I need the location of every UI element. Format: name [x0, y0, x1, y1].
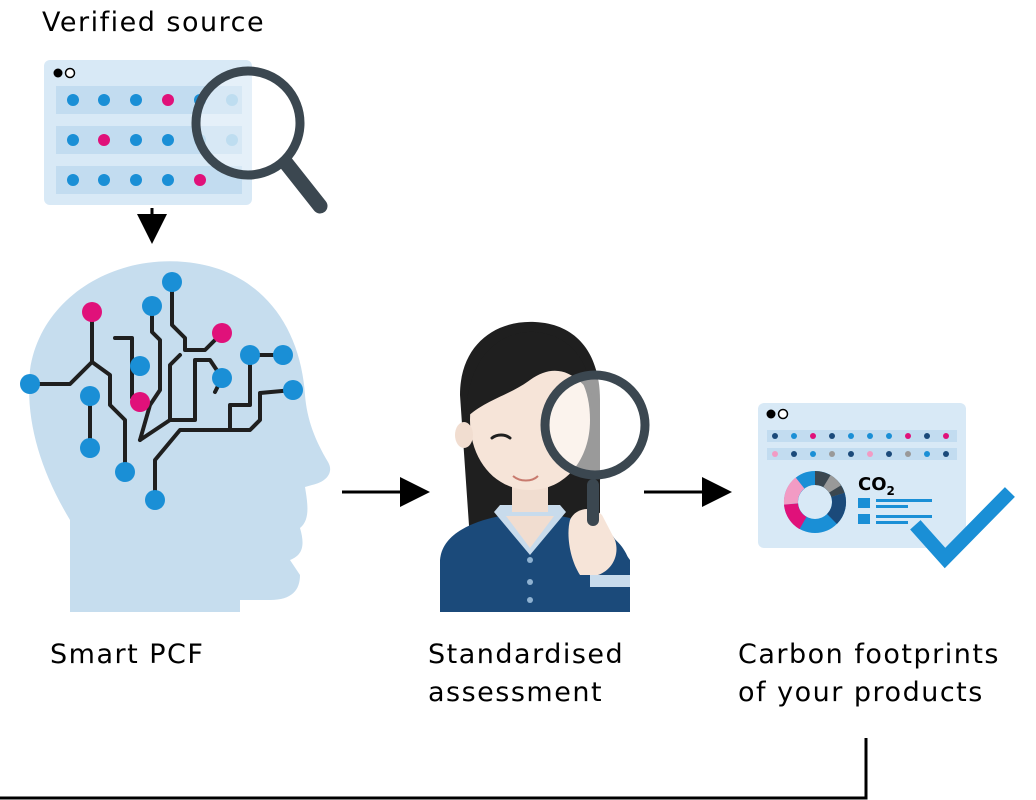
checkmark-icon [910, 487, 1015, 569]
carbon-line-1: Carbon footprints [738, 639, 1000, 670]
standardised-line-2: assessment [428, 677, 604, 708]
smart-pcf-label: Smart PCF [50, 639, 205, 670]
co2-base: CO [858, 474, 887, 495]
carbon-line-2: of your products [738, 677, 984, 708]
standardised-assessment-label: Standardised assessment [428, 636, 624, 712]
ai-head-icon [20, 261, 331, 612]
standardised-line-1: Standardised [428, 639, 625, 670]
co2-subscript: 2 [887, 484, 895, 498]
assessor-woman-icon [440, 321, 650, 612]
magnifier-icon [191, 66, 328, 214]
donut-chart-icon [783, 470, 847, 533]
verified-source-label: Verified source [42, 7, 266, 38]
co2-label: CO2 [858, 474, 895, 498]
carbon-footprints-label: Carbon footprints of your products [738, 636, 1000, 712]
feedback-line [0, 738, 868, 800]
carbon-report-icon: CO2 [758, 403, 966, 548]
